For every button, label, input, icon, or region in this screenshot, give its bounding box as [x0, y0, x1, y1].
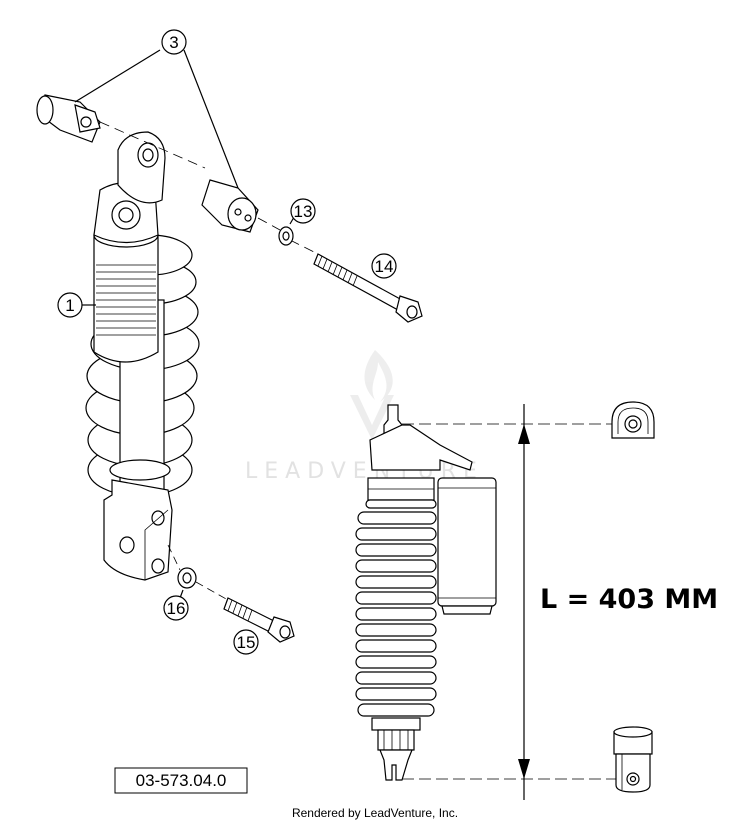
svg-text:13: 13 — [294, 202, 313, 221]
svg-text:16: 16 — [167, 599, 186, 618]
callout-3: 3 — [74, 29, 239, 189]
washer-16 — [177, 567, 197, 589]
diagram-code-box: 03-573.04.0 — [114, 767, 248, 794]
damper-canister — [93, 222, 159, 363]
bolt-15 — [223, 597, 295, 643]
svg-text:3: 3 — [169, 33, 178, 52]
washer-13 — [278, 226, 294, 246]
lower-clevis-mount — [103, 479, 173, 581]
lower-clevis-detail — [613, 726, 653, 793]
bolt-14 — [313, 253, 423, 323]
callout-14: 14 — [371, 253, 397, 279]
assembled-spring — [355, 499, 437, 717]
bolt-axis-upper — [99, 121, 206, 169]
shock-absorber-exploded — [85, 131, 200, 581]
bushing-right — [201, 179, 259, 233]
upper-eye-detail — [611, 401, 655, 439]
reservoir — [437, 477, 497, 615]
callout-1: 1 — [57, 292, 96, 318]
bushing-left — [36, 94, 101, 143]
arrowhead-bottom — [518, 759, 530, 779]
callout-15: 15 — [233, 629, 259, 655]
diagram-code: 03-573.04.0 — [136, 771, 227, 790]
arrowhead-top — [518, 424, 530, 444]
callout-13: 13 — [289, 198, 316, 225]
bolt-axis-lower — [167, 544, 181, 571]
shock-absorber-assembled — [355, 404, 497, 781]
svg-text:14: 14 — [375, 257, 394, 276]
dimension-label: L = 403 MM — [540, 584, 718, 615]
svg-text:1: 1 — [65, 296, 74, 315]
leadventure-watermark-logo — [350, 350, 394, 440]
svg-text:15: 15 — [237, 633, 256, 652]
length-dimension — [402, 404, 620, 800]
footer-credit: Rendered by LeadVenture, Inc. — [292, 806, 458, 820]
callout-16: 16 — [163, 589, 189, 621]
upper-eye-mount — [117, 131, 166, 204]
